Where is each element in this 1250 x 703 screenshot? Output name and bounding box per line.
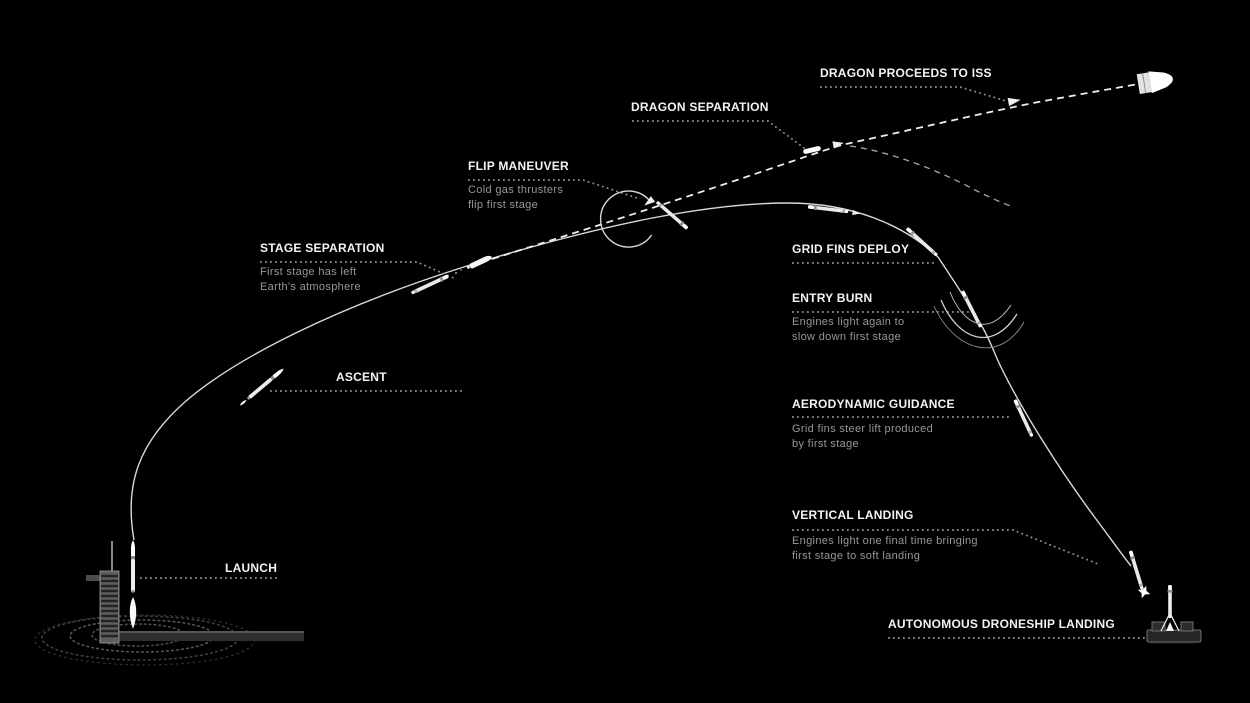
entry-burn-flame-arc [933,305,1025,349]
dragon-iss-rule [820,86,1007,102]
subtitle-line: first stage to soft landing [792,550,921,562]
label-vertical-landing: VERTICAL LANDING [792,508,914,522]
vertical-landing-rule [792,529,1099,565]
landing-legs [1160,613,1180,632]
label-flip-maneuver: FLIP MANEUVER [468,159,569,173]
label-stage-separation-subtitle: First stage has left Earth's atmosphere [260,265,361,295]
flip-first-stage-icon [655,200,689,231]
landing-flame-icon [1135,583,1153,601]
stage-separation-first-stage-icon [410,273,450,296]
label-grid-fins-deploy: GRID FINS DEPLOY [792,242,910,256]
separated-second-stage-icon [803,146,821,154]
label-aerodynamic-guidance: AERODYNAMIC GUIDANCE [792,397,955,411]
label-dragon-separation: DRAGON SEPARATION [631,100,769,114]
second-stage-trajectory-dashed [491,82,1145,260]
separation-debris-dot [460,269,462,271]
flip-arc-icon [599,190,653,248]
subtitle-line: Engines light one final time bringing [792,535,978,547]
entry-burn-first-stage-icon [960,289,983,329]
subtitle-line: First stage has left [260,266,357,278]
subtitle-line: flip first stage [468,199,539,211]
subtitle-line: Engines light again to [792,316,905,328]
label-dragon-proceeds-to-iss: DRAGON PROCEEDS TO ISS [820,66,992,80]
subtitle-line: Earth's atmosphere [260,281,361,293]
subtitle-line: Cold gas thrusters [468,184,564,196]
label-stage-separation: STAGE SEPARATION [260,241,385,255]
stage-separation-second-stage-icon [465,254,493,271]
discarded-stage-trajectory-dashed [849,145,1014,208]
label-aerodynamic-guidance-subtitle: Grid fins steer lift produced by first s… [792,422,933,452]
grid-fins-first-stage-icon [905,226,939,258]
pad-base-edge [112,631,304,633]
flip-maneuver-group [599,190,689,248]
dragon-arrow-icon [832,139,845,149]
subtitle-line: slow down first stage [792,331,902,343]
launch-pad-icon [34,540,304,666]
droneship-icon [1146,621,1202,644]
stage-separation-rule [260,261,457,280]
flip-arrowhead-icon [642,196,656,209]
label-entry-burn: ENTRY BURN [792,291,873,305]
dragon-capsule-icon [1136,71,1173,95]
label-autonomous-droneship-landing: AUTONOMOUS DRONESHIP LANDING [888,617,1115,631]
entry-burn-flame-arc [940,299,1018,339]
pad-base [112,631,304,641]
subtitle-line: Grid fins steer lift produced [792,423,934,435]
subtitle-line: by first stage [792,438,859,450]
separation-debris-dot [455,272,457,274]
label-connector-dotted-lines [140,86,1146,639]
engine-glow [1166,622,1174,631]
launch-flame-icon [129,597,137,629]
label-flip-maneuver-subtitle: Cold gas thrusters flip first stage [468,183,563,213]
launch-rocket-icon [129,540,137,629]
entry-burn-group [933,289,1025,349]
dragon-separation-rule [632,120,809,152]
iss-arrow-icon [1007,95,1022,107]
ascent-rocket-icon [238,367,285,408]
label-entry-burn-subtitle: Engines light again to slow down first s… [792,315,904,345]
label-launch: LAUNCH [225,561,278,575]
label-ascent: ASCENT [336,370,387,384]
landing-burn-first-stage-icon [1128,550,1145,591]
entry-burn-flame-arc [949,291,1012,325]
landed-first-stage-icon [1160,585,1180,632]
aero-guidance-first-stage-icon [1012,398,1035,438]
label-vertical-landing-subtitle: Engines light one final time bringing fi… [792,534,978,564]
tower-stripes [101,574,118,638]
tower-arm [86,575,101,581]
